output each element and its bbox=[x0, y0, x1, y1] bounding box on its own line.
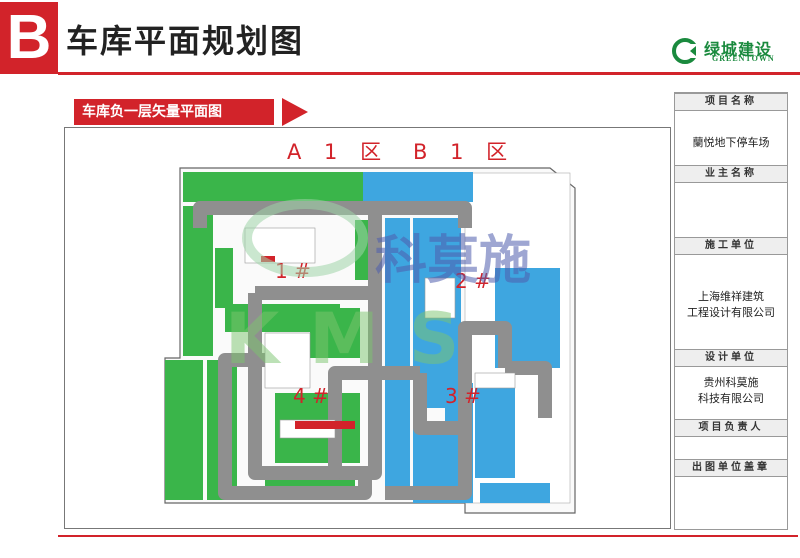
designer-line-1: 贵州科莫施 bbox=[703, 376, 759, 389]
area-label-4: 4 # bbox=[293, 384, 329, 408]
contractor-line-2: 工程设计有限公司 bbox=[687, 306, 775, 319]
footer-divider bbox=[58, 535, 798, 537]
zone-a-label: A 1 区 bbox=[287, 140, 390, 164]
header: B 车库平面规划图 绿城建设 GREENTOWN bbox=[0, 0, 800, 80]
seal-label: 出图单位盖章 bbox=[675, 459, 787, 477]
manager-label: 项目负责人 bbox=[675, 419, 787, 437]
watermark-cn: 科莫施 bbox=[375, 231, 531, 291]
designer-label: 设计单位 bbox=[675, 349, 787, 367]
greentown-logo: 绿城建设 GREENTOWN bbox=[672, 36, 792, 66]
watermark-en: KMS bbox=[225, 298, 489, 380]
designer-line-2: 科技有限公司 bbox=[698, 392, 764, 405]
title-block: 项目名称 蘭悦地下停车场 业主名称 施工单位 上海维祥建筑 工程设计有限公司 设… bbox=[674, 92, 788, 530]
zone-b-label: B 1 区 bbox=[413, 140, 516, 164]
area-label-2: 2 # bbox=[455, 269, 491, 293]
owner-label: 业主名称 bbox=[675, 165, 787, 183]
logo-text-en: GREENTOWN bbox=[712, 54, 775, 63]
plan-subtitle: 车库负一层矢量平面图 bbox=[74, 99, 274, 125]
project-name-label: 项目名称 bbox=[675, 93, 787, 111]
floor-plan-drawing: 1 # 2 # 3 # 4 # 科莫施 KMS bbox=[164, 167, 576, 514]
contractor-line-1: 上海维祥建筑 bbox=[698, 290, 764, 303]
floor-plan: A 1 区 B 1 区 bbox=[64, 127, 671, 529]
ramp-marker bbox=[295, 421, 355, 429]
page-title: 车库平面规划图 bbox=[66, 22, 305, 60]
section-badge: B bbox=[0, 2, 58, 74]
watermark-ring-icon bbox=[242, 199, 368, 277]
contractor-label: 施工单位 bbox=[675, 237, 787, 255]
logo-text-cn: 绿城建设 bbox=[704, 40, 773, 59]
subtitle-arrow-icon bbox=[282, 98, 308, 126]
greentown-logo-icon bbox=[672, 38, 700, 64]
project-name: 蘭悦地下停车场 bbox=[692, 136, 770, 149]
header-divider bbox=[58, 72, 800, 75]
area-label-3: 3 # bbox=[445, 384, 481, 408]
